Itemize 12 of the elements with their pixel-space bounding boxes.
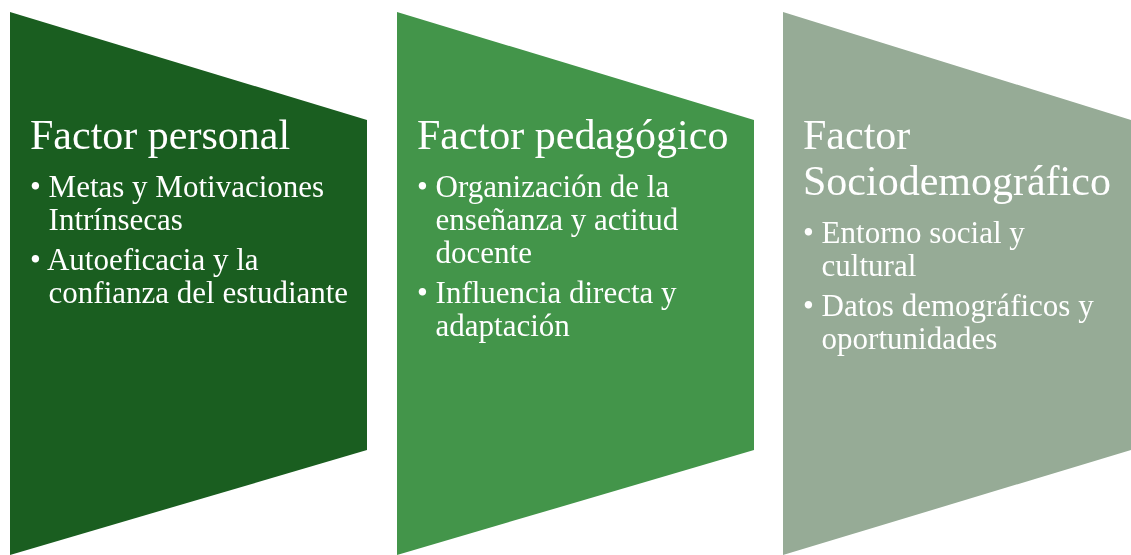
bullet-item: • Metas y Motivaciones Intrínsecas [30, 170, 326, 236]
bullet-item: • Datos demográficos y oportunidades [803, 289, 1095, 355]
chevron-panel [397, 12, 754, 555]
bullet-item: • Autoeficacia y la confianza del estudiante [30, 243, 350, 309]
panel-heading: Factor Sociodemográfico [803, 112, 1112, 204]
bullet-item: • Influencia directa y adaptación [417, 276, 678, 342]
chevron-panel [783, 12, 1131, 555]
panel-heading: Factor pedagógico [417, 112, 730, 158]
bullet-item: • Organización de la enseñanza y actitud docente [417, 170, 680, 269]
panel-heading: Factor personal [30, 112, 292, 158]
bullet-item: • Entorno social y cultural [803, 216, 1026, 282]
chevron-panel [10, 12, 367, 555]
